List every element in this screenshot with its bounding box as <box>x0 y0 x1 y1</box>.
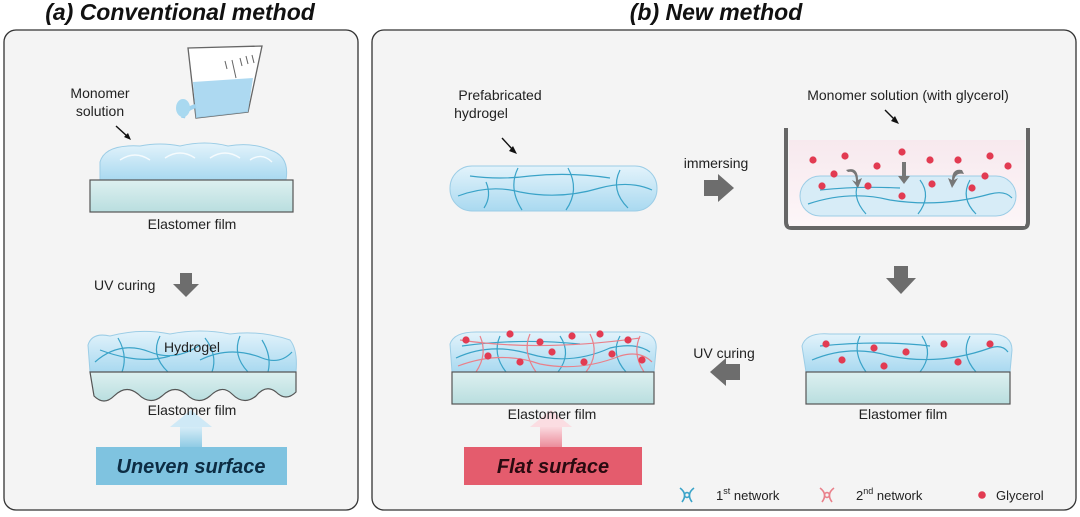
elastomer-film-right <box>805 371 1011 405</box>
down-arrow-icon-b <box>886 266 916 294</box>
left-arrow-icon-uv <box>710 358 740 386</box>
flat-surface-banner <box>464 447 642 485</box>
pointer-arrow-a1 <box>115 125 131 140</box>
legend-glycerol-text: Glycerol <box>996 488 1044 503</box>
pointer-arrow-b2 <box>884 109 899 124</box>
first-network-lines <box>455 335 651 373</box>
hydrogel-label: Hydrogel <box>164 339 220 355</box>
pointer-arrow-b1 <box>501 137 517 154</box>
legend-second-sup: nd <box>863 486 873 496</box>
glycerol-dots-right <box>822 340 994 370</box>
hydrogel-glycerol-network <box>811 335 1009 373</box>
uv-curing-label-b: UV curing <box>693 345 754 361</box>
prefab-label-line1: Prefabricated <box>458 87 541 103</box>
monomer-label-line1: Monomer <box>70 85 129 101</box>
immersion-container <box>784 128 1030 230</box>
beaker-icon <box>176 45 263 119</box>
elastomer-film-uneven <box>89 371 297 402</box>
prefab-network <box>457 167 653 211</box>
diffusion-arrows <box>846 162 964 188</box>
monomer-solution-blob <box>99 142 288 181</box>
legend-first-network: 1st network <box>679 486 780 503</box>
legend-first-prefix: 1 <box>716 488 723 503</box>
elastomer-film-left <box>451 371 655 405</box>
flat-surface-text: Flat surface <box>497 456 609 478</box>
up-arrow-icon-red <box>530 410 572 452</box>
legend-second-suffix: network <box>873 488 923 503</box>
legend-second-network: 2nd network <box>819 486 923 503</box>
glycerol-dots-left <box>462 330 646 366</box>
elastomer-label-b-left: Elastomer film <box>508 406 597 422</box>
monomer-glycerol-label: Monomer solution (with glycerol) <box>807 87 1009 103</box>
down-arrow-icon-a <box>173 273 199 297</box>
uneven-surface-banner <box>96 447 287 485</box>
network-crosslink-icon-blue <box>679 487 695 503</box>
elastomer-label-a-bottom: Elastomer film <box>148 402 237 418</box>
legend-first-network-text: 1st network <box>716 486 780 503</box>
monomer-label-line2: solution <box>76 103 124 119</box>
legend-first-suffix: network <box>730 488 780 503</box>
up-arrow-icon-blue <box>170 410 212 452</box>
elastomer-label-b-right: Elastomer film <box>859 406 948 422</box>
elastomer-film-top <box>89 179 294 213</box>
glycerol-dots-container <box>809 148 1012 200</box>
panel-b-title: (b) New method <box>630 0 803 25</box>
elastomer-label-a-top: Elastomer film <box>148 216 237 232</box>
network-crosslink-icon-red <box>819 487 835 503</box>
immersing-label: immersing <box>684 155 749 171</box>
legend-second-network-text: 2nd network <box>856 486 923 503</box>
uv-curing-label-a: UV curing <box>94 277 155 293</box>
prefab-label-line2: hydrogel <box>454 105 508 121</box>
uneven-surface-text: Uneven surface <box>117 456 266 478</box>
legend-first-sup: st <box>723 486 731 496</box>
hydrogel-layer-a <box>87 330 297 373</box>
right-arrow-icon-immersing <box>704 174 734 202</box>
prefab-hydrogel <box>449 165 658 212</box>
second-network-lines <box>457 333 653 373</box>
legend-second-prefix: 2 <box>856 488 863 503</box>
panel-a-title: (a) Conventional method <box>45 0 316 25</box>
legend-glycerol: Glycerol <box>978 488 1044 503</box>
hydrogel-network-a <box>94 335 293 373</box>
glycerol-dot-icon <box>978 491 986 499</box>
